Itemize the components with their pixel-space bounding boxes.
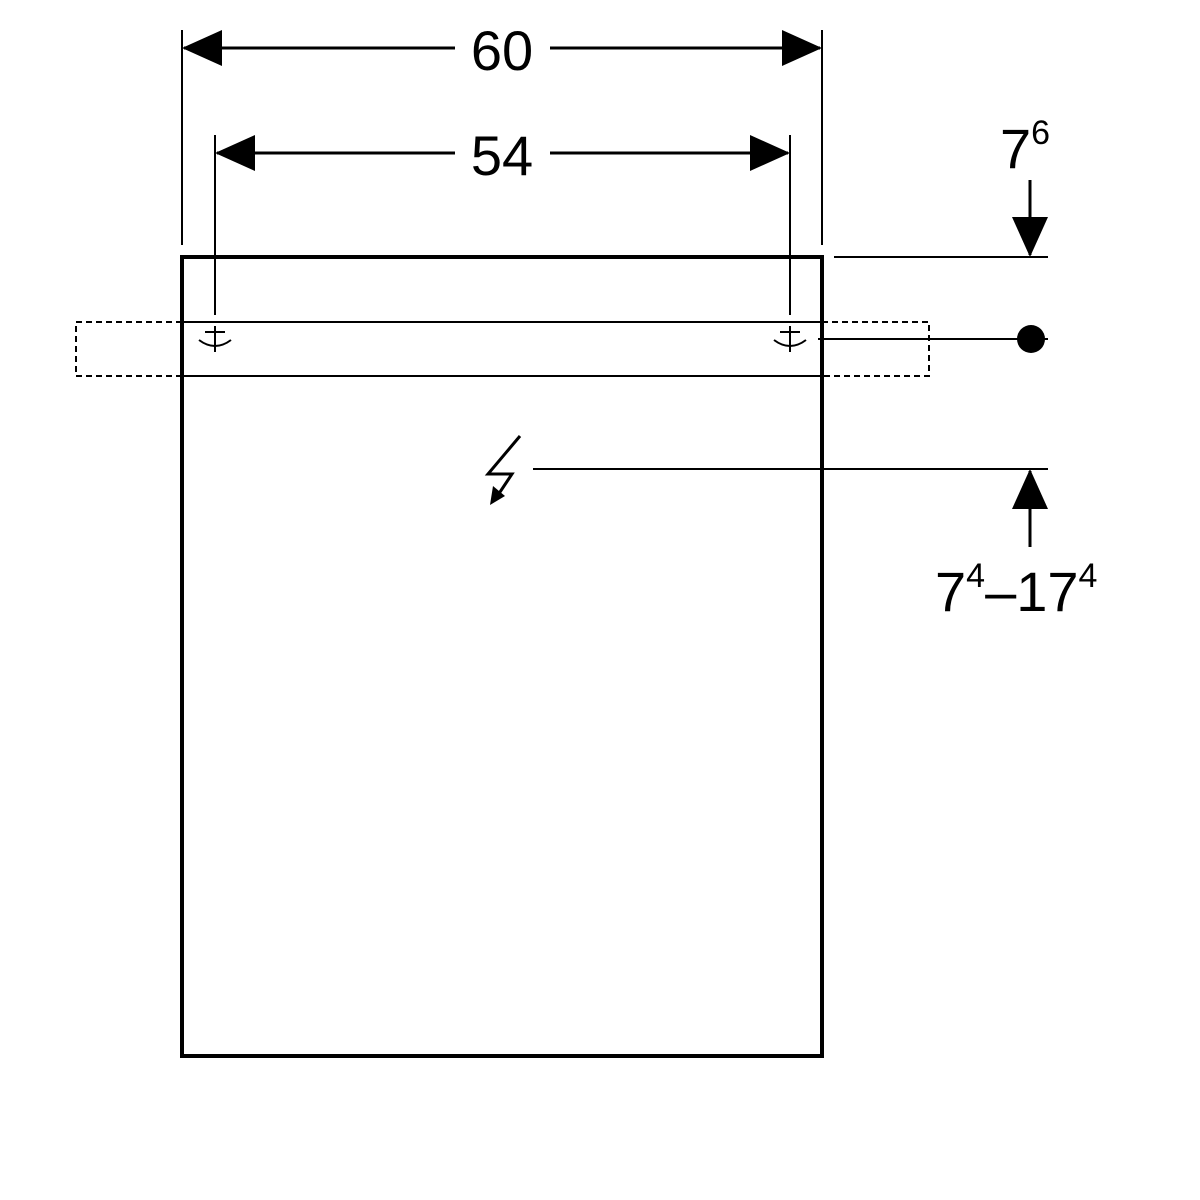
cabinet-outline bbox=[180, 255, 824, 1058]
mounting-width-label: 54 bbox=[471, 124, 533, 187]
mounting-cross-icon bbox=[773, 326, 807, 352]
outlet-range-label: 74–174 bbox=[935, 557, 1097, 623]
top-offset-label: 76 bbox=[1000, 114, 1050, 180]
overall-width-label: 60 bbox=[471, 19, 533, 82]
mounting-cross-icon bbox=[198, 326, 232, 352]
lightning-bolt-icon bbox=[484, 435, 522, 505]
dashed-rail-right bbox=[822, 321, 930, 377]
dashed-rail-left bbox=[75, 321, 182, 377]
filled-circle-icon bbox=[1017, 325, 1045, 353]
